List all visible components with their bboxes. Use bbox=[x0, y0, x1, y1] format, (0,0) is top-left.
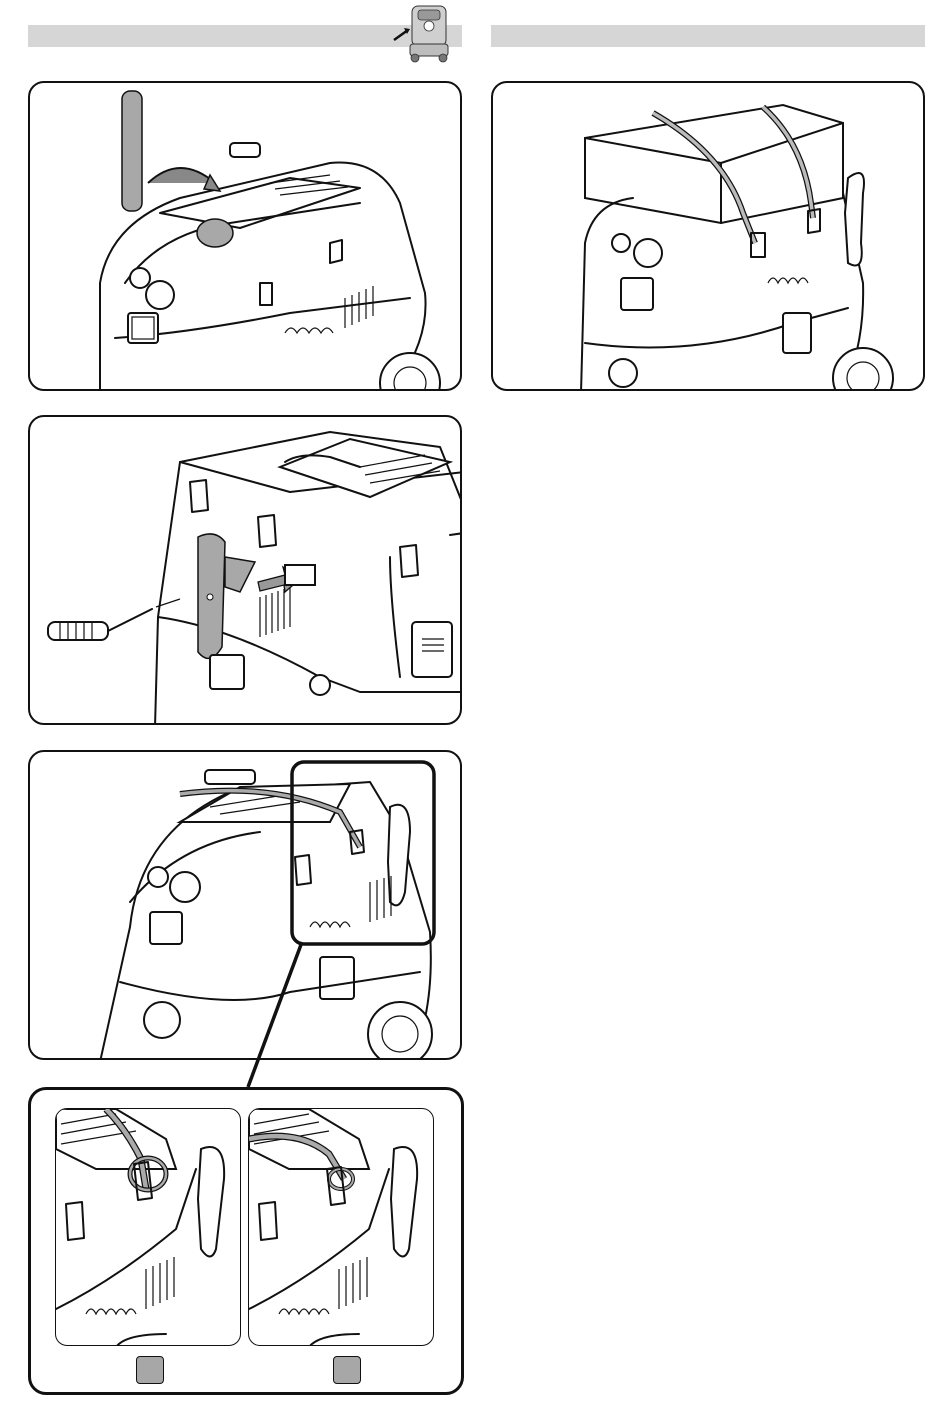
detail-variant-1 bbox=[55, 1108, 241, 1346]
screwdriver-icon bbox=[48, 599, 180, 640]
section-header-bar-right bbox=[491, 25, 925, 47]
illustration-panel-strap-routing bbox=[28, 750, 462, 1060]
suction-tube-icon bbox=[122, 91, 142, 211]
variant-2-badge bbox=[333, 1356, 361, 1384]
illustration-panel-hook-mount bbox=[28, 415, 462, 725]
illustration-panel-tube-park bbox=[28, 81, 462, 391]
illustration-panel-box-strapped bbox=[491, 81, 925, 391]
variant-1-badge bbox=[136, 1356, 164, 1384]
vacuum-thumbnail-icon bbox=[390, 0, 460, 70]
detail-variant-2 bbox=[248, 1108, 434, 1346]
